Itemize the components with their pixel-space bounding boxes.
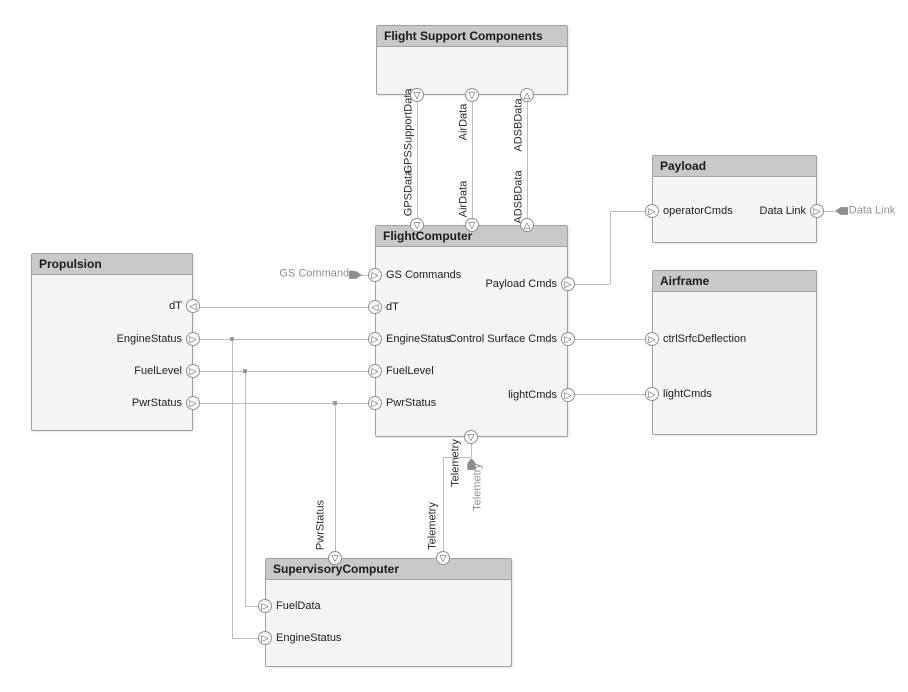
connector-line[interactable]	[417, 95, 418, 225]
connector-line[interactable]	[568, 394, 652, 395]
connector-junction-dot	[243, 369, 247, 373]
port-propulsion-enginestatus[interactable]: ▷	[186, 332, 200, 346]
port-flight-support-components-bottom-0[interactable]: ▽	[410, 88, 424, 102]
connector-label-pwrstatus-6: PwrStatus	[314, 499, 327, 551]
block-title-propulsion: Propulsion	[32, 254, 192, 275]
block-title-supervisory-computer: SupervisoryComputer	[266, 559, 511, 580]
port-label-ctrlsrfcdeflection: ctrlSrfcDeflection	[663, 333, 747, 345]
connector-line[interactable]	[193, 403, 375, 404]
connector-line[interactable]	[245, 606, 265, 607]
port-flight-computer-top-1[interactable]: ▽	[465, 218, 479, 232]
connector-line[interactable]	[245, 371, 246, 606]
port-label-dt: dT	[386, 301, 399, 313]
block-title-flight-computer: FlightComputer	[376, 226, 567, 247]
connector-junction-dot	[230, 337, 234, 341]
connector-line[interactable]	[193, 307, 375, 308]
port-flight-computer-enginestatus[interactable]: ▷	[368, 332, 382, 346]
telemetry-external-port-icon[interactable]	[467, 458, 476, 470]
port-label-operatorcmds: operatorCmds	[663, 205, 733, 217]
connector-line[interactable]	[232, 339, 233, 638]
port-flight-computer-top-2[interactable]: △	[520, 218, 534, 232]
port-label-fuellevel: FuelLevel	[134, 365, 182, 377]
connector-line[interactable]	[335, 403, 336, 558]
connector-label-gpsdata-1: GPSData	[402, 169, 415, 217]
port-flight-computer-gs-commands[interactable]: ▷	[368, 268, 382, 282]
block-title-payload: Payload	[653, 156, 816, 177]
block-title-airframe: Airframe	[653, 271, 816, 292]
connector-label-gs-commands-10: GS Commands	[279, 267, 355, 280]
connector-line[interactable]	[817, 211, 834, 212]
connector-label-adsbdata-5: ADSBData	[512, 170, 525, 224]
connector-line[interactable]	[361, 275, 368, 276]
port-payload-data-link[interactable]: ▷	[810, 204, 824, 218]
port-airframe-ctrlsrfcdeflection[interactable]: ▷	[645, 332, 659, 346]
connector-label-telemetry-7: Telemetry	[426, 502, 439, 550]
connector-line[interactable]	[443, 457, 444, 558]
port-label-fuellevel: FuelLevel	[386, 365, 434, 377]
block-flight-support-components[interactable]: Flight Support Components	[376, 25, 568, 95]
connector-label-data-link-11: Data Link	[848, 204, 896, 217]
connector-line[interactable]	[232, 638, 265, 639]
block-supervisory-computer[interactable]: SupervisoryComputer	[265, 558, 512, 667]
connector-line[interactable]	[610, 211, 611, 284]
port-label-lightcmds: lightCmds	[508, 389, 557, 401]
connector-line[interactable]	[527, 95, 528, 225]
connector-label-telemetry-9: Telemetry	[471, 463, 484, 511]
port-supervisory-computer-top-1[interactable]: ▽	[436, 551, 450, 565]
connector-line[interactable]	[610, 211, 652, 212]
port-label-enginestatus: EngineStatus	[386, 333, 452, 345]
port-label-dt: dT	[169, 300, 182, 312]
connector-line[interactable]	[471, 437, 472, 457]
port-label-enginestatus: EngineStatus	[276, 632, 342, 644]
port-flight-computer-pwrstatus[interactable]: ▷	[368, 396, 382, 410]
port-flight-computer-top-0[interactable]: ▽	[410, 218, 424, 232]
connector-label-airdata-3: AirData	[457, 180, 470, 218]
block-flight-computer[interactable]: FlightComputer	[375, 225, 568, 437]
port-flight-computer-bottom-11[interactable]: ▽	[464, 430, 478, 444]
port-flight-computer-fuellevel[interactable]: ▷	[368, 364, 382, 378]
port-supervisory-computer-enginestatus[interactable]: ▷	[258, 631, 272, 645]
port-flight-computer-payload-cmds[interactable]: ▷	[561, 277, 575, 291]
port-label-data-link: Data Link	[759, 205, 806, 217]
connector-line[interactable]	[443, 457, 471, 458]
port-propulsion-dt[interactable]: ◁	[186, 299, 200, 313]
connector-line[interactable]	[568, 339, 652, 340]
port-label-pwrstatus: PwrStatus	[386, 397, 437, 409]
port-label-enginestatus: EngineStatus	[116, 333, 182, 345]
port-label-pwrstatus: PwrStatus	[131, 397, 182, 409]
connector-label-adsbdata-4: ADSBData	[512, 98, 525, 152]
port-payload-operatorcmds[interactable]: ▷	[645, 204, 659, 218]
connector-line[interactable]	[568, 284, 610, 285]
connector-line[interactable]	[472, 95, 473, 225]
port-label-payload-cmds: Payload Cmds	[485, 278, 557, 290]
port-flight-computer-control-surface-cmds[interactable]: ▷	[561, 332, 575, 346]
port-flight-support-components-bottom-1[interactable]: ▽	[465, 88, 479, 102]
connector-label-airdata-2: AirData	[457, 103, 470, 141]
port-supervisory-computer-fueldata[interactable]: ▷	[258, 599, 272, 613]
connector-junction-dot	[333, 401, 337, 405]
port-propulsion-fuellevel[interactable]: ▷	[186, 364, 200, 378]
block-payload[interactable]: Payload	[652, 155, 817, 243]
block-title-flight-support-components: Flight Support Components	[377, 26, 567, 47]
port-label-lightcmds: lightCmds	[663, 388, 712, 400]
port-flight-computer-lightcmds[interactable]: ▷	[561, 388, 575, 402]
connector-line[interactable]	[193, 371, 375, 372]
connector-label-telemetry-8: Telemetry	[449, 439, 462, 487]
port-label-fueldata: FuelData	[276, 600, 321, 612]
connector-line[interactable]	[193, 339, 375, 340]
gs-commands-external-port-icon[interactable]	[349, 271, 362, 279]
port-flight-computer-dt[interactable]: ◁	[368, 300, 382, 314]
port-label-control-surface-cmds: Control Surface Cmds	[448, 333, 557, 345]
port-airframe-lightcmds[interactable]: ▷	[645, 387, 659, 401]
port-label-gs-commands: GS Commands	[386, 269, 462, 281]
port-supervisory-computer-top-0[interactable]: ▽	[328, 551, 342, 565]
port-propulsion-pwrstatus[interactable]: ▷	[186, 396, 200, 410]
port-flight-support-components-bottom-2[interactable]: △	[520, 88, 534, 102]
data-link-external-port-icon[interactable]	[835, 207, 848, 215]
block-airframe[interactable]: Airframe	[652, 270, 817, 435]
